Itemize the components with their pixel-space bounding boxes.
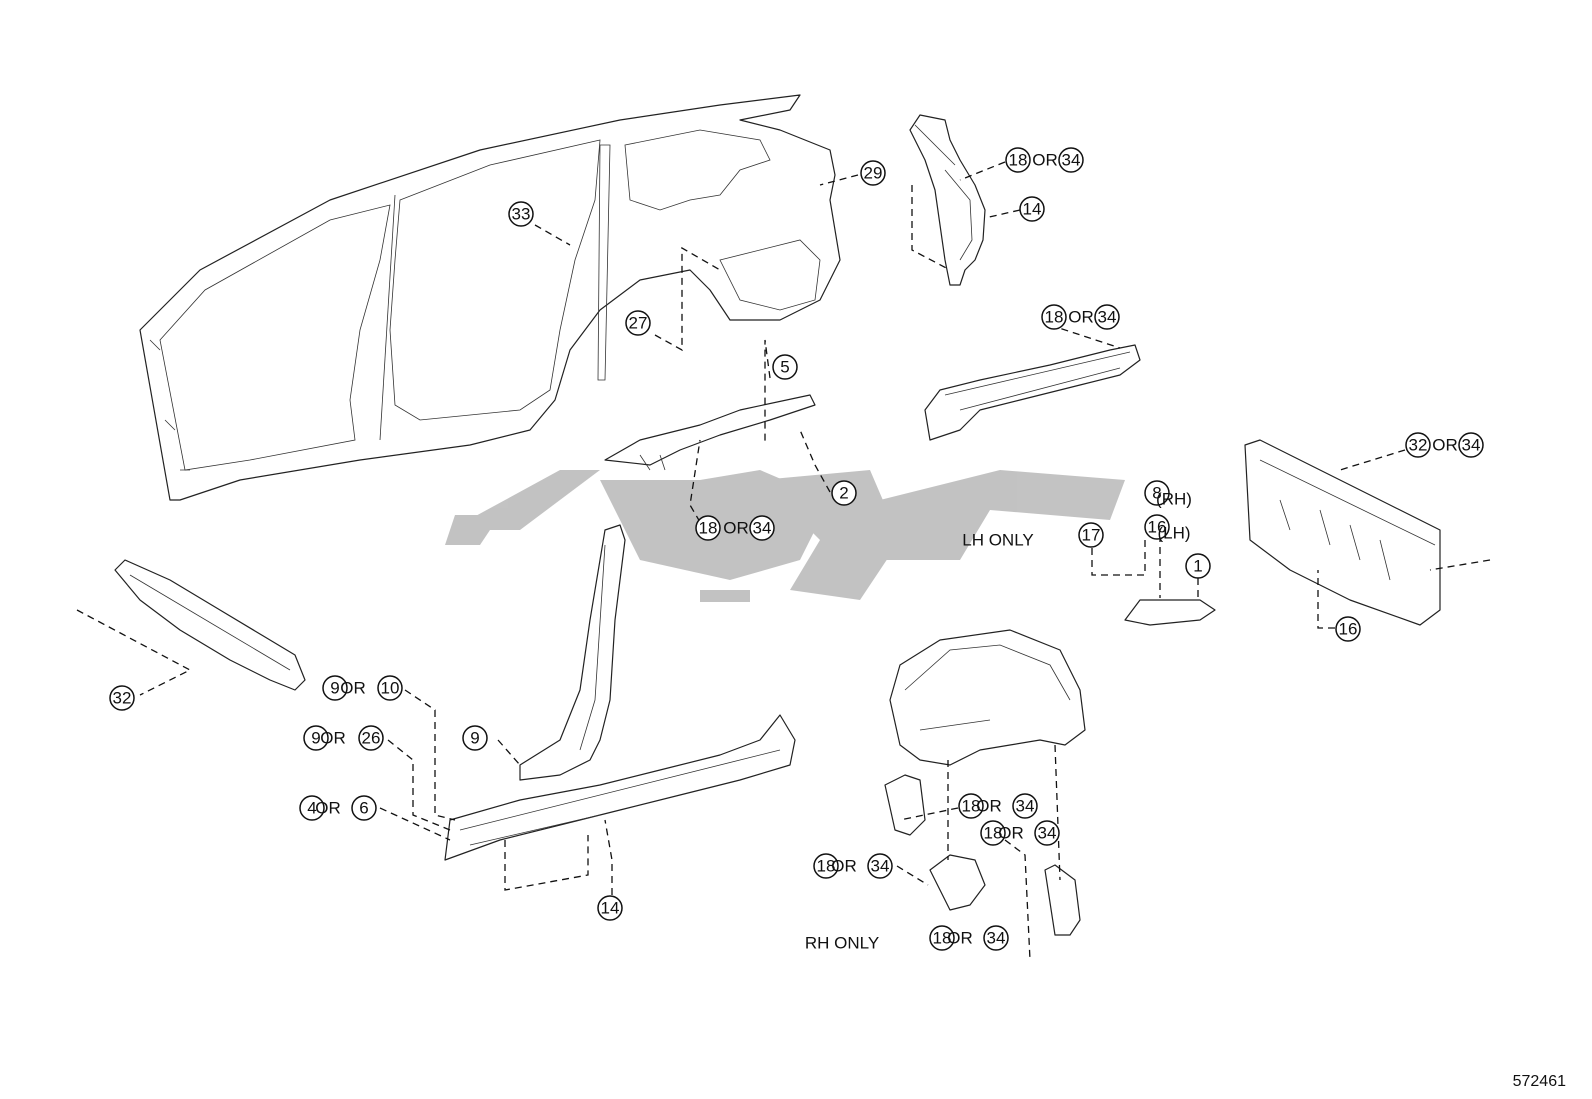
svg-text:9: 9 [311,729,320,748]
wheel-house-bracket [884,774,926,836]
callout-27: 27 [625,310,651,336]
callout-18-or-34-f: 18 OR 34 [813,853,893,879]
cowl-side-member [114,559,306,691]
callout-18-or-34-b: 18 OR 34 [1005,147,1084,173]
svg-text:OR: OR [340,679,366,698]
svg-text:OR: OR [1068,308,1094,327]
svg-text:16: 16 [1339,620,1358,639]
svg-text:18: 18 [962,797,981,816]
callout-18-or-34-e: 18 OR 34 [980,820,1060,846]
svg-text:9: 9 [330,679,339,698]
svg-text:1: 1 [1193,557,1202,576]
svg-text:34: 34 [1462,436,1481,455]
callout-5: 5 [772,354,798,380]
svg-text:OR: OR [976,797,1002,816]
svg-text:18: 18 [933,929,952,948]
callout-9-or-10: 9 OR 10 [322,675,403,701]
center-pillar [519,524,626,781]
svg-text:33: 33 [512,205,531,224]
svg-text:32: 32 [1409,436,1428,455]
svg-text:29: 29 [864,164,883,183]
callout-18-or-34-g: RH ONLY 18 OR 34 [805,925,1009,953]
callout-9-or-26: 9 OR 26 [303,725,384,751]
svg-text:9: 9 [470,729,479,748]
rear-wheel-house-inner [889,629,1086,766]
callout-32-or-34: 32 OR 34 [1405,432,1484,458]
back-panel [1244,439,1441,626]
svg-text:18: 18 [1009,151,1028,170]
svg-text:OR: OR [320,729,346,748]
svg-text:14: 14 [1023,200,1042,219]
svg-text:5: 5 [780,358,789,377]
body-side-outer-panel [139,94,841,501]
svg-text:OR: OR [947,929,973,948]
svg-text:16: 16 [1148,518,1167,537]
svg-text:17: 17 [1082,526,1101,545]
svg-text:OR: OR [1032,151,1058,170]
svg-text:2: 2 [839,484,848,503]
svg-text:LH ONLY: LH ONLY [962,531,1034,550]
callout-18-or-34-a: 18 OR 34 [695,515,775,541]
callout-1: 1 [1185,553,1211,579]
callout-4-or-6: 4 OR 6 [299,795,377,821]
svg-text:32: 32 [113,689,132,708]
rear-pillar-reinforcement [909,114,986,286]
svg-text:OR: OR [1432,436,1458,455]
rear-inner-bracket-rh [929,854,986,911]
svg-text:(RH): (RH) [1156,490,1192,509]
svg-text:18: 18 [984,824,1003,843]
svg-text:34: 34 [753,519,772,538]
callout-9-c: 9 [462,725,488,751]
diagram-id: 572461 [1512,1073,1566,1090]
svg-text:8: 8 [1152,484,1161,503]
svg-text:10: 10 [381,679,400,698]
svg-text:34: 34 [1062,151,1081,170]
svg-text:(LH): (LH) [1157,524,1190,543]
callout-17: LH ONLY 17 [962,522,1104,550]
callout-33: 33 [508,201,534,227]
svg-text:27: 27 [629,314,648,333]
svg-text:RH ONLY: RH ONLY [805,934,879,953]
callout-16-b: 16 [1335,616,1361,642]
callout-14-a: 14 [1019,196,1045,222]
svg-text:18: 18 [817,857,836,876]
svg-text:OR: OR [723,519,749,538]
svg-text:34: 34 [1038,824,1057,843]
callout-32-a: 32 [109,685,135,711]
callout-18-or-34-d: 18 OR 34 [958,793,1038,819]
small-bracket-1 [1124,599,1216,626]
svg-text:OR: OR [998,824,1024,843]
rear-floor-side-bracket [1044,864,1081,936]
svg-text:34: 34 [1016,797,1035,816]
rear-roof-side-rail [924,344,1141,441]
svg-text:18: 18 [699,519,718,538]
svg-text:6: 6 [359,799,368,818]
svg-text:OR: OR [831,857,857,876]
svg-text:34: 34 [987,929,1006,948]
svg-text:34: 34 [871,857,890,876]
svg-text:34: 34 [1098,308,1117,327]
leader-lines [76,161,1491,961]
svg-text:OR: OR [315,799,341,818]
svg-text:26: 26 [362,729,381,748]
callout-14-b: 14 [597,895,623,921]
svg-text:14: 14 [601,899,620,918]
callout-18-or-34-c: 18 OR 34 [1041,304,1120,330]
callout-16-a: 16 (LH) [1144,514,1191,543]
rocker-outer-panel [444,714,796,861]
svg-text:18: 18 [1045,308,1064,327]
callout-29: 29 [860,160,886,186]
callout-2: 2 [831,480,857,506]
svg-text:4: 4 [307,799,316,818]
quarter-inner-lower-panel [604,394,816,471]
callout-8: 8 (RH) [1144,480,1192,509]
